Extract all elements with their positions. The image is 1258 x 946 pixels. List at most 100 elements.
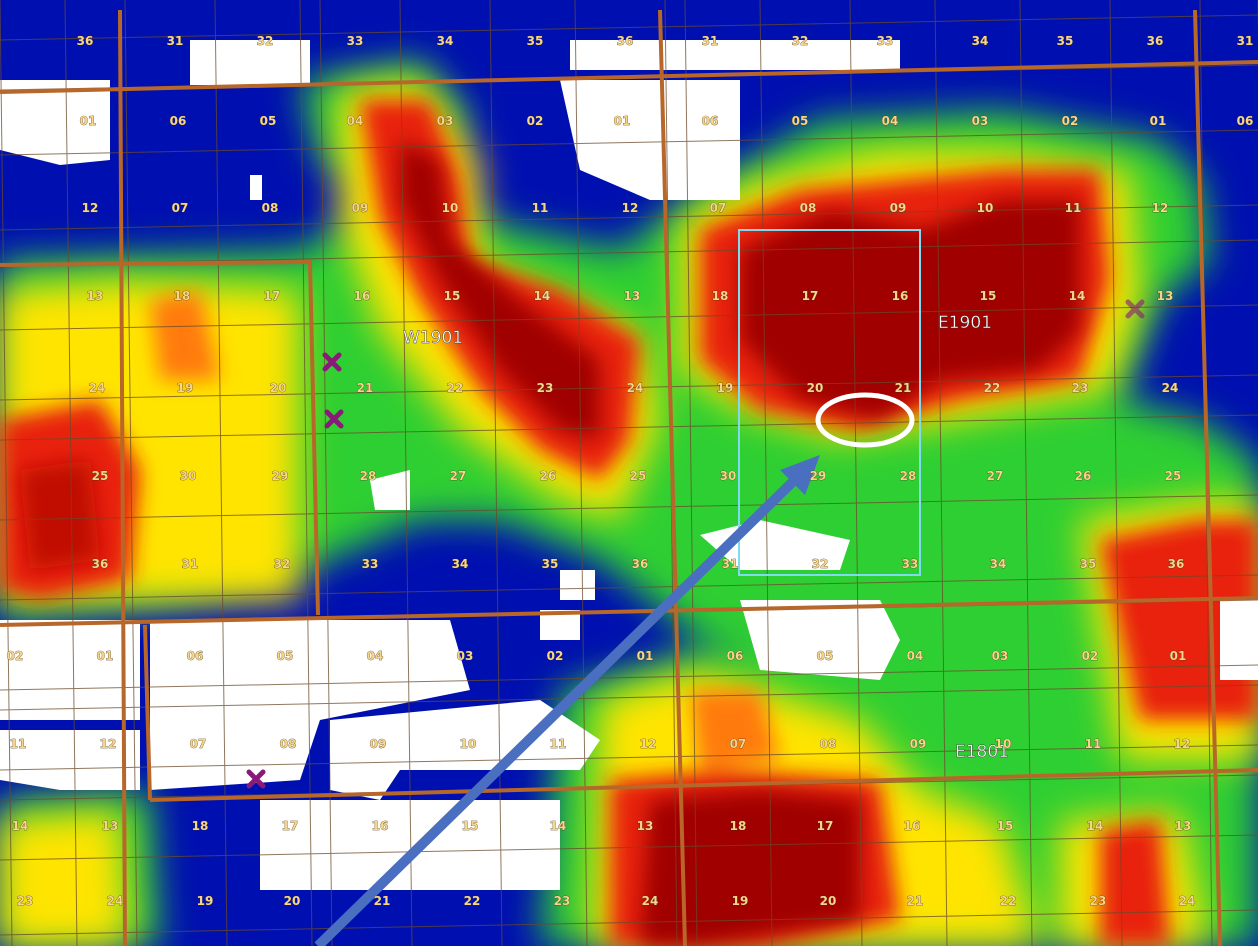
section-number-label: 36 — [1147, 34, 1164, 48]
section-number-label: 35 — [1057, 34, 1074, 48]
section-number-label: 25 — [1165, 469, 1182, 483]
section-number-label: 12 — [100, 737, 117, 751]
section-number-label: 13 — [87, 289, 104, 303]
section-number-label: 36 — [617, 34, 634, 48]
section-number-label: 13 — [624, 289, 641, 303]
section-number-label: 11 — [10, 737, 27, 751]
section-number-label: 19 — [197, 894, 214, 908]
section-number-label: 24 — [1179, 894, 1196, 908]
section-number-label: 05 — [792, 114, 809, 128]
section-number-label: 12 — [1152, 201, 1169, 215]
section-number-label: 05 — [277, 649, 294, 663]
section-number-label: 25 — [630, 469, 647, 483]
section-number-label: 10 — [460, 737, 477, 751]
section-number-label: 07 — [172, 201, 189, 215]
section-number-label: 24 — [642, 894, 659, 908]
section-number-label: 02 — [1062, 114, 1079, 128]
section-number-label: 22 — [984, 381, 1001, 395]
section-number-label: 10 — [442, 201, 459, 215]
section-number-label: 02 — [7, 649, 24, 663]
section-number-label: 06 — [1237, 114, 1254, 128]
section-number-label: 08 — [800, 201, 817, 215]
section-number-label: 08 — [820, 737, 837, 751]
section-number-label: 32 — [812, 557, 829, 571]
section-number-label: 02 — [527, 114, 544, 128]
section-number-label: 16 — [904, 819, 921, 833]
section-number-label: 27 — [450, 469, 467, 483]
section-number-label: 21 — [895, 381, 912, 395]
section-number-label: 31 — [722, 557, 739, 571]
section-number-label: 34 — [437, 34, 454, 48]
section-number-label: 20 — [270, 381, 287, 395]
section-number-label: 29 — [810, 469, 827, 483]
section-number-label: 11 — [550, 737, 567, 751]
section-number-label: 09 — [352, 201, 369, 215]
section-number-label: 31 — [167, 34, 184, 48]
section-labels: 36 31 32 33 34 35 36 31 32 33 34 35 36 31 01 06 05 04 03 02… — [6, 34, 1254, 909]
x-marker-3 — [246, 769, 266, 789]
e1901-label: E1901 — [938, 313, 992, 333]
section-number-label: 33 — [902, 557, 919, 571]
nodata-patches — [0, 40, 1258, 890]
section-number-label: 05 — [260, 114, 277, 128]
section-number-label: 15 — [997, 819, 1014, 833]
section-number-label: 03 — [972, 114, 989, 128]
section-number-label: 02 — [1082, 649, 1099, 663]
section-number-label: 13 — [637, 819, 654, 833]
section-number-label: 33 — [362, 557, 379, 571]
section-number-label: 34 — [452, 557, 469, 571]
x-marker-2 — [324, 409, 344, 429]
section-number-label: 28 — [900, 469, 917, 483]
section-number-label: 14 — [1069, 289, 1086, 303]
section-number-label: 12 — [82, 201, 99, 215]
township-lines — [0, 9, 1258, 946]
section-number-label: 22 — [464, 894, 481, 908]
section-number-label: 23 — [1072, 381, 1089, 395]
section-number-label: 24 — [107, 894, 124, 908]
section-number-label: 23 — [17, 894, 34, 908]
section-number-label: 31 — [702, 34, 719, 48]
section-number-label: 01 — [614, 114, 631, 128]
section-number-label: 08 — [262, 201, 279, 215]
section-number-label: 26 — [540, 469, 557, 483]
section-number-label: 11 — [1085, 737, 1102, 751]
township-labels: W1901 E1901 E1801 — [403, 313, 1009, 762]
section-number-label: 18 — [174, 289, 191, 303]
section-number-label: 26 — [1075, 469, 1092, 483]
section-number-label: 17 — [264, 289, 281, 303]
section-number-label: 34 — [972, 34, 989, 48]
section-number-label: 13 — [1175, 819, 1192, 833]
section-number-label: 01 — [97, 649, 114, 663]
section-number-label: 15 — [462, 819, 479, 833]
section-number-label: 06 — [702, 114, 719, 128]
section-number-label: 06 — [187, 649, 204, 663]
section-number-label: 36 — [632, 557, 649, 571]
section-number-label: 14 — [534, 289, 551, 303]
section-number-label: 33 — [877, 34, 894, 48]
section-number-label: 06 — [170, 114, 187, 128]
section-number-label: 35 — [1080, 557, 1097, 571]
section-number-label: 23 — [1090, 894, 1107, 908]
section-number-label: 03 — [437, 114, 454, 128]
section-number-label: 11 — [532, 201, 549, 215]
section-number-label: 35 — [527, 34, 544, 48]
highlight-circle — [815, 392, 915, 448]
section-number-label: 31 — [182, 557, 199, 571]
section-number-label: 04 — [882, 114, 899, 128]
section-number-label: 36 — [1168, 557, 1185, 571]
section-number-label: 12 — [1174, 737, 1191, 751]
section-number-label: 11 — [1065, 201, 1082, 215]
study-area-box — [738, 229, 921, 576]
section-number-label: 06 — [727, 649, 744, 663]
section-number-label: 36 — [77, 34, 94, 48]
markers — [246, 299, 1145, 789]
section-number-label: 21 — [374, 894, 391, 908]
section-number-label: 15 — [444, 289, 461, 303]
section-number-label: 23 — [537, 381, 554, 395]
section-number-label: 17 — [282, 819, 299, 833]
section-number-label: 22 — [1000, 894, 1017, 908]
section-number-label: 09 — [890, 201, 907, 215]
section-number-label: 32 — [792, 34, 809, 48]
